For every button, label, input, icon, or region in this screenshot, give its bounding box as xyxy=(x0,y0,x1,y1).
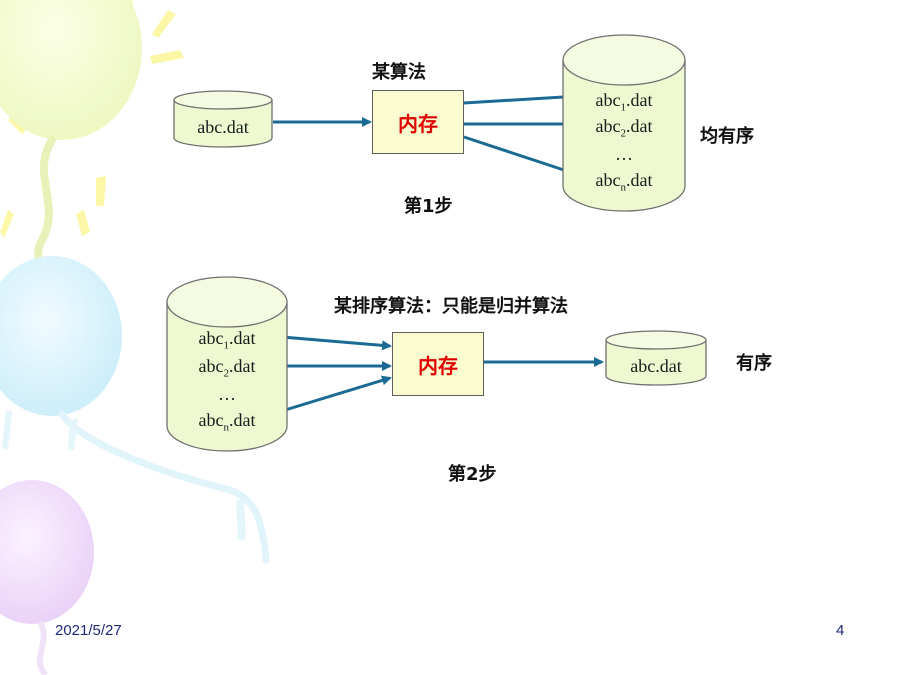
step1-algorithm-label: 某算法 xyxy=(372,62,426,83)
step2-input-files-cylinder: abc1.dat abc2.dat … abcn.dat xyxy=(166,276,288,452)
step2-note: 有序 xyxy=(736,353,772,374)
step1-note: 均有序 xyxy=(700,126,754,147)
yellow-balloon-icon xyxy=(0,0,142,140)
step2-caption: 第2步 xyxy=(448,464,497,485)
blue-rays-icon xyxy=(2,410,246,540)
arrow-memory-to-output-n xyxy=(463,135,584,179)
step2-input-file-n: abcn.dat xyxy=(198,410,256,434)
step1-output-files-cylinder: abc1.dat abc2.dat … abcn.dat xyxy=(562,34,686,212)
page-number: 4 xyxy=(836,622,845,639)
step1-output-file-n: abcn.dat xyxy=(595,170,653,194)
step1-caption: 第1步 xyxy=(404,196,453,217)
step2-input-file-2: abc2.dat xyxy=(198,356,256,380)
purple-balloon-icon xyxy=(0,480,94,624)
step1-output-ellipsis: … xyxy=(615,144,633,164)
step2-input-ellipsis: … xyxy=(218,384,236,404)
step1-output-file-2: abc2.dat xyxy=(595,116,653,140)
step2-result-file-cylinder: abc.dat xyxy=(605,330,707,386)
step1-memory-box: 内存 xyxy=(372,90,464,154)
footer-date: 2021/5/27 xyxy=(55,622,122,639)
step1-source-file-cylinder: abc.dat xyxy=(173,90,273,148)
step1-source-file-name: abc.dat xyxy=(197,117,249,137)
step2-memory-box: 内存 xyxy=(392,332,484,396)
arrow-memory-to-output-1 xyxy=(463,91,582,105)
step2-input-file-1: abc1.dat xyxy=(198,328,256,352)
step2-algorithm-label: 某排序算法：只能是归并算法 xyxy=(334,296,568,317)
arrow-input-1-to-memory xyxy=(269,334,392,351)
step1-output-file-1: abc1.dat xyxy=(595,90,653,114)
blue-balloon-icon xyxy=(0,256,122,416)
arrow-input-n-to-memory xyxy=(271,375,392,416)
step2-result-file-name: abc.dat xyxy=(630,356,682,376)
